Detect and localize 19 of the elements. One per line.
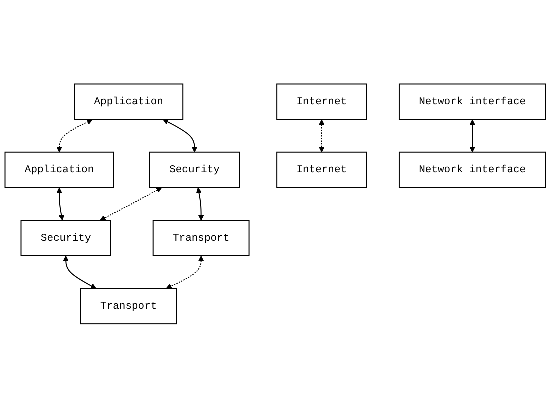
arrow: [100, 187, 162, 221]
arrow: [196, 188, 204, 221]
arrow: [56, 119, 93, 152]
arrow: [166, 256, 204, 289]
arrow: [56, 188, 65, 221]
node-box: Network interface: [398, 152, 546, 188]
arrow: [63, 256, 96, 289]
node-box: Transport: [152, 220, 250, 256]
node-box: Application: [4, 152, 114, 188]
arrow: [163, 119, 198, 152]
arrow: [470, 119, 476, 152]
node-box: Application: [74, 84, 184, 120]
arrow: [319, 119, 325, 152]
node-box: Security: [149, 152, 240, 188]
node-box: Network interface: [398, 84, 546, 120]
node-box: Internet: [276, 84, 368, 120]
node-box: Transport: [80, 288, 178, 324]
node-box: Security: [20, 220, 112, 256]
node-box: Internet: [276, 152, 368, 188]
